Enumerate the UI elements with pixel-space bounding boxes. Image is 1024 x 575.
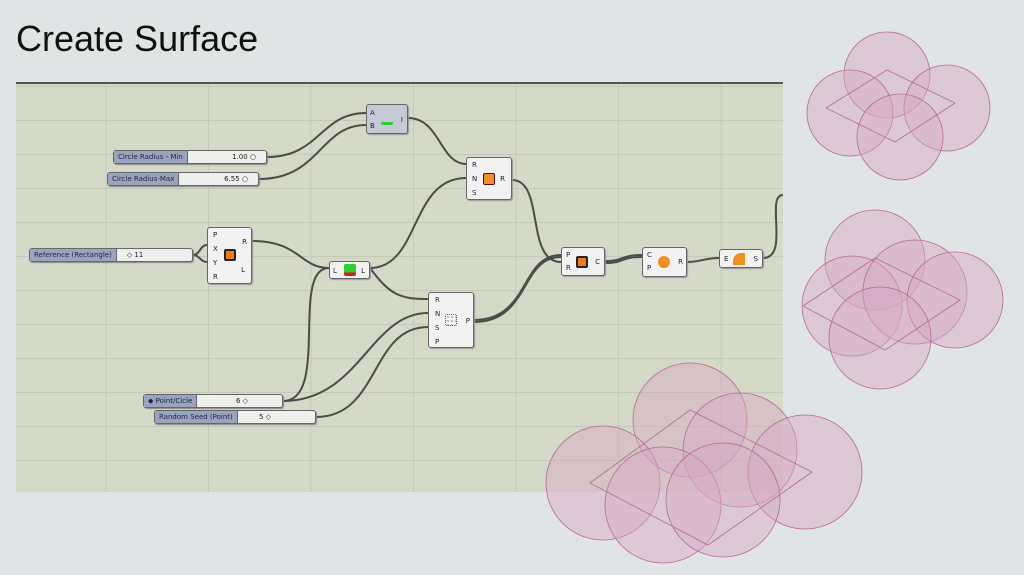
input-l[interactable]: L [333,267,337,275]
output-l[interactable]: L [361,267,365,275]
wire [192,254,208,263]
output-c[interactable]: C [595,258,600,266]
circle-preview-group-3 [545,362,863,564]
wire [473,254,562,321]
populate-component[interactable]: R N S P P [428,292,474,348]
output-i[interactable]: I [400,116,403,124]
populate-icon [445,314,457,326]
list-icon [344,264,356,276]
preview-rectangle [589,409,813,546]
preview-circle [682,392,798,508]
wire [251,240,330,269]
preview-circle [545,425,661,541]
wire [369,267,429,300]
slider-random-seed[interactable]: Random Seed (Point) 5 ◇ [154,410,316,424]
rectangle-icon [224,249,236,261]
boundary-surface-component[interactable]: E S [719,249,763,268]
slider-label: ◆ Point/Cicle [144,395,198,407]
wire [282,267,330,402]
wire [315,326,429,418]
slider-label: Circle Radius-Max [108,173,180,185]
preview-circle [862,239,968,345]
input-s[interactable]: S [435,324,440,332]
input-n[interactable]: N [435,310,441,318]
wire [369,177,467,269]
wire [604,254,643,262]
input-r[interactable]: R [435,296,440,304]
slider-value[interactable]: 5 ◇ [258,413,271,421]
region-union-icon [658,256,670,268]
output-s[interactable]: S [753,255,758,263]
input-r[interactable]: R [566,264,571,272]
preview-rectangle [825,69,956,143]
wire [686,257,720,263]
wire [407,117,467,165]
output-r[interactable]: R [678,258,683,266]
input-r[interactable]: R [213,273,218,281]
preview-circle [824,209,926,311]
slider-value[interactable]: 6 ◇ [235,397,248,405]
bounds-component[interactable]: A B I [366,104,408,134]
input-r[interactable]: R [472,161,477,169]
input-b[interactable]: B [370,122,375,130]
slider-reference-rectangle[interactable]: Reference (Rectangle) ◇ 11 [29,248,193,262]
input-p[interactable]: P [647,264,652,272]
input-c[interactable]: C [647,251,652,259]
wire [258,124,367,180]
input-p[interactable]: P [566,251,571,259]
preview-circle [906,251,1004,349]
wire [192,244,208,256]
random-component[interactable]: R N S R [466,157,512,200]
list-item-component[interactable]: L L [329,261,370,279]
output-r[interactable]: R [242,238,247,246]
preview-circle [747,414,863,530]
wire [604,256,643,264]
random-icon [483,173,495,185]
slider-label: Reference (Rectangle) [30,249,117,261]
slider-value[interactable]: 1.00 ○ [232,153,256,161]
wire [473,256,562,323]
rectangle-component[interactable]: P X Y R R L [207,227,252,284]
slider-label: Random Seed (Point) [155,411,238,423]
wire [762,194,784,259]
input-a[interactable]: A [370,109,375,117]
wire [266,112,367,158]
preview-circle [843,31,931,119]
preview-circle [828,286,932,390]
slider-value[interactable]: 6.55 ○ [224,175,248,183]
input-p[interactable]: P [435,338,440,346]
slider-value[interactable]: ◇ 11 [126,251,144,259]
wire [511,179,562,263]
circle-preview-group-1 [806,31,991,181]
output-l[interactable]: L [241,266,245,274]
slider-circle-radius-min[interactable]: Circle Radius - Min 1.00 ○ [113,150,267,164]
input-s[interactable]: S [472,189,477,197]
slider-circle-radius-max[interactable]: Circle Radius-Max 6.55 ○ [107,172,259,186]
preview-circle [856,93,944,181]
boundary-surface-icon [733,253,745,265]
region-union-component[interactable]: C P R [642,247,687,277]
wire [282,312,429,402]
input-p[interactable]: P [213,231,218,239]
preview-rectangle [802,257,961,351]
preview-circle [665,442,781,558]
slider-label: Circle Radius - Min [114,151,188,163]
input-y[interactable]: Y [213,259,218,267]
input-e[interactable]: E [724,255,729,263]
slider-point-circle[interactable]: ◆ Point/Cicle 6 ◇ [143,394,283,408]
preview-circle [801,255,903,357]
circle-icon [576,256,588,268]
output-p[interactable]: P [465,317,470,325]
input-n[interactable]: N [472,175,478,183]
output-r[interactable]: R [500,175,505,183]
circle-preview-group-2 [801,209,1004,390]
circle-component[interactable]: P R C [561,247,605,276]
preview-circle [604,446,722,564]
input-x[interactable]: X [213,245,218,253]
preview-circle [806,69,894,157]
page-title: Create Surface [16,18,259,59]
bounds-icon [381,113,393,125]
